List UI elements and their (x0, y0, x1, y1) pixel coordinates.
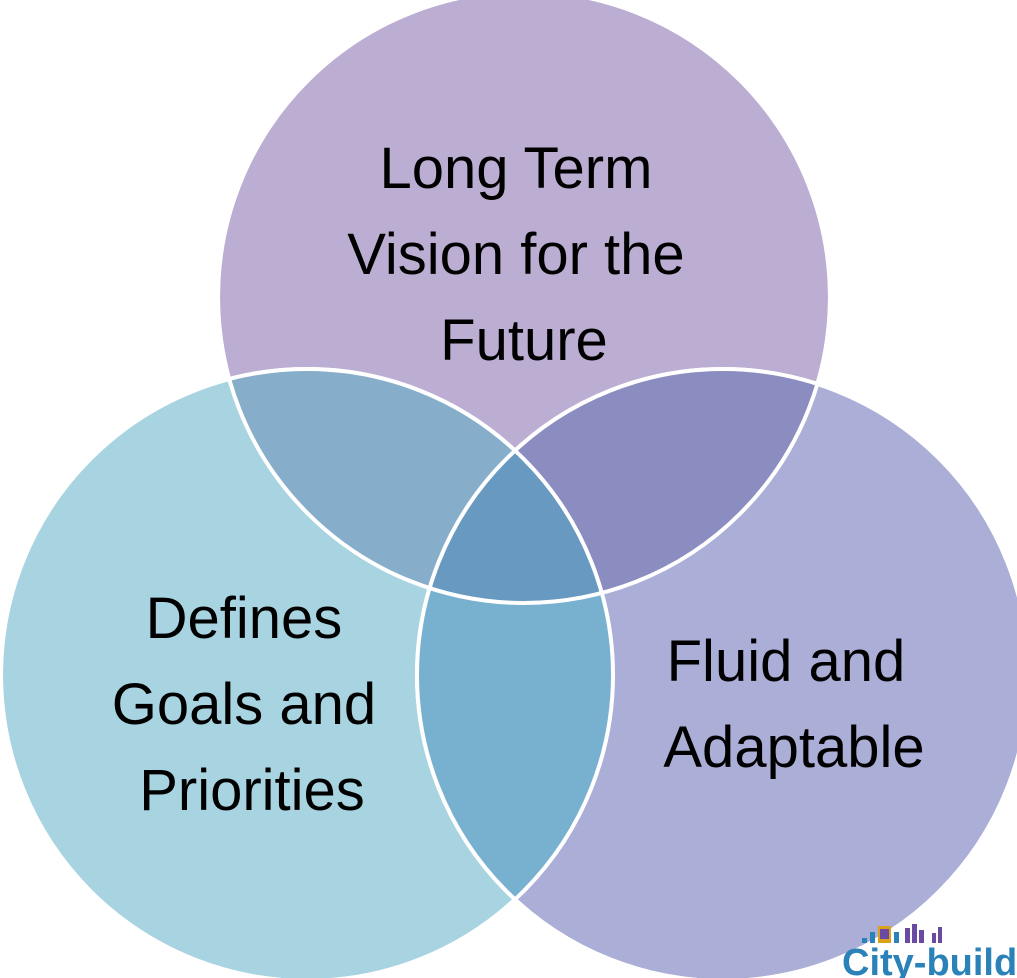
label-right: Fluid and Adaptable (663, 629, 924, 780)
label-left: Defines Goals and Priorities (112, 586, 393, 823)
circle-top-outline (216, 0, 832, 605)
circle-left-outline (0, 367, 615, 978)
circle-right-outline (415, 367, 1017, 978)
city-building-logo: City-buildin (842, 924, 1017, 978)
logo-text: City-buildin (842, 942, 1017, 978)
logo-skyline-icon (862, 924, 942, 943)
label-top: Long Term Vision for the Future (347, 136, 701, 373)
